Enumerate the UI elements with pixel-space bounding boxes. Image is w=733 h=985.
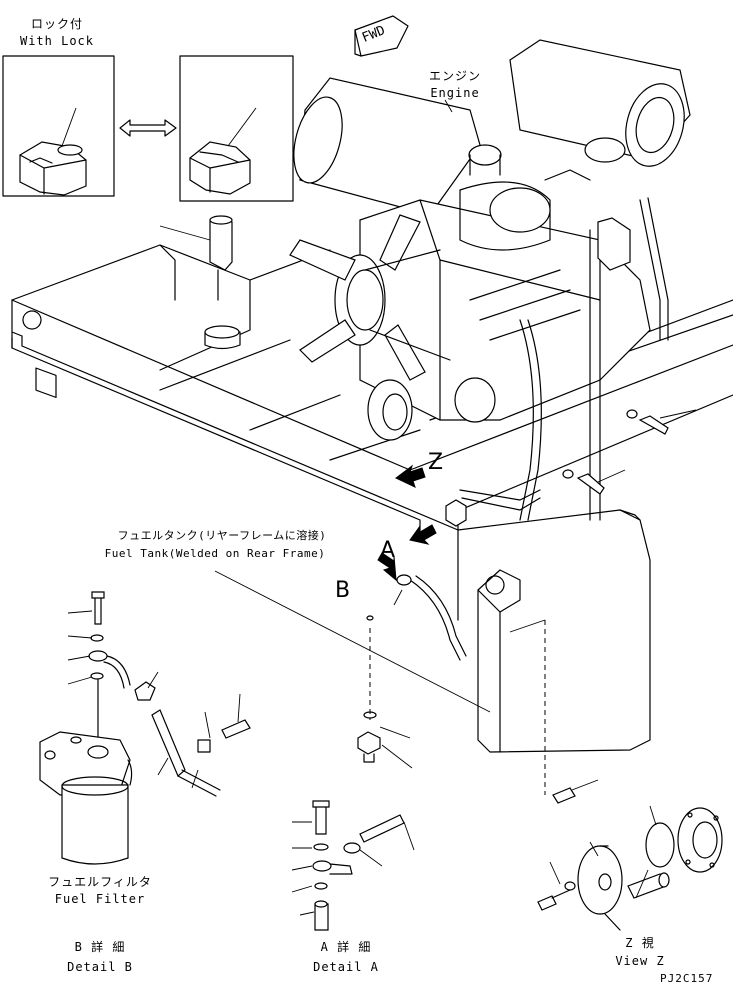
ref-b-label: B xyxy=(335,578,351,603)
with-lock-label: With Lock xyxy=(19,34,95,48)
drain-plug xyxy=(357,615,413,769)
detail-b-label: Detail B xyxy=(67,960,133,974)
cap-detail-standard xyxy=(179,55,294,202)
label-leaders xyxy=(214,99,491,713)
detail-a-label: Detail A xyxy=(313,960,379,974)
drawing-code: PJ2C157 xyxy=(660,972,714,985)
fuel-filter-label-jp: フュエルフィルタ xyxy=(48,875,152,889)
engine xyxy=(289,39,691,521)
cooling-fan xyxy=(289,214,451,381)
fuel-tank-label-jp: フュエルタンク(リヤーフレームに溶接) xyxy=(117,529,327,542)
fuel-hoses xyxy=(393,489,541,661)
fuel-tank-label: Fuel Tank(Welded on Rear Frame) xyxy=(104,547,326,560)
engine-label: Engine xyxy=(430,86,480,100)
arrow-both-ways xyxy=(119,119,177,137)
detail-b-label-jp: B 詳 細 xyxy=(74,940,126,954)
detail-a-label-jp: A 詳 細 xyxy=(320,940,372,954)
mount-bolts xyxy=(562,409,697,495)
view-z-label-jp: Z 視 xyxy=(625,936,655,950)
cap-detail-with-lock xyxy=(2,55,115,197)
pointer-arrows xyxy=(377,464,437,582)
view-z-drawing xyxy=(537,779,723,931)
fwd-plaque xyxy=(354,15,409,57)
view-z-label: View Z xyxy=(615,954,665,968)
ref-a-label: A xyxy=(380,538,396,563)
engine-label-jp: エンジン xyxy=(428,69,482,83)
fuel-filter-label: Fuel Filter xyxy=(54,892,146,906)
detail-b-drawing xyxy=(39,591,251,865)
with-lock-label-jp: ロック付 xyxy=(30,17,84,31)
detail-a-drawing xyxy=(291,800,415,931)
ref-z-label: Z xyxy=(428,450,444,475)
